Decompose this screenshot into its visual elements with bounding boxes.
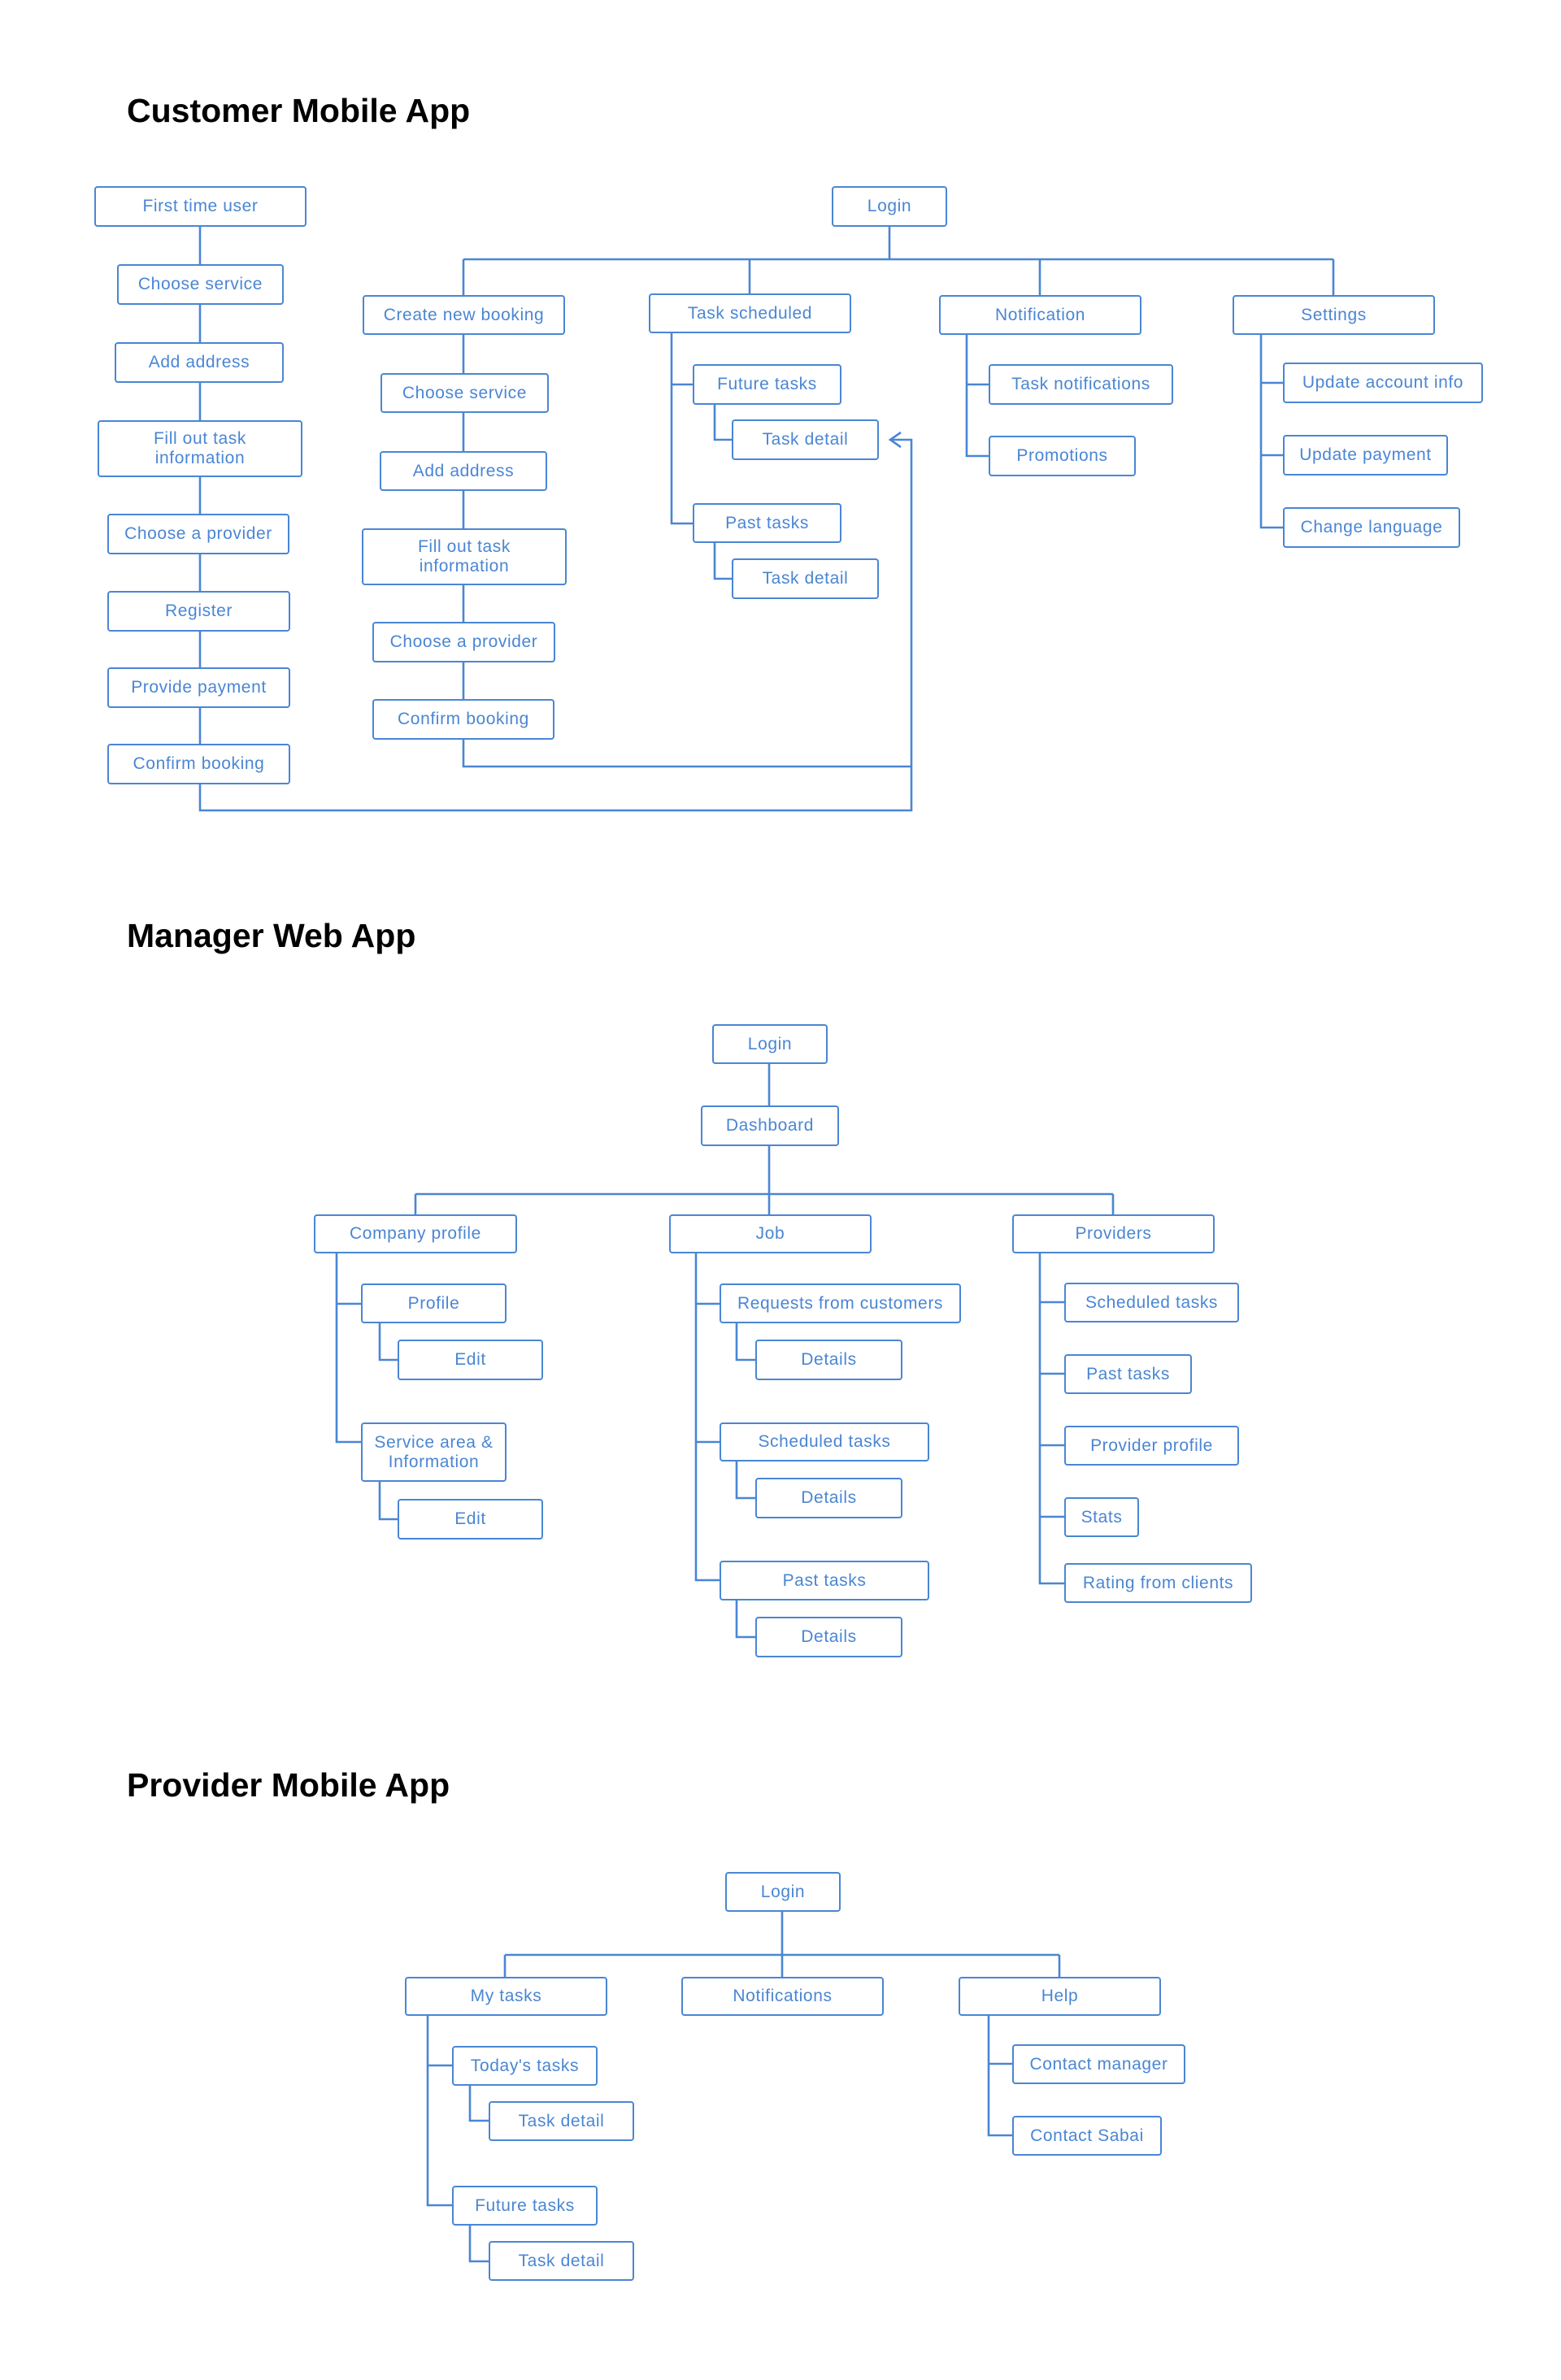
node-choose-a-provider[interactable]: Choose a provider [107, 514, 289, 554]
node-profile[interactable]: Profile [361, 1283, 507, 1323]
node-task-detail[interactable]: Task detail [732, 419, 879, 460]
node-login[interactable]: Login [832, 186, 947, 227]
node-service-area-information[interactable]: Service area & Information [361, 1422, 507, 1482]
node-provide-payment[interactable]: Provide payment [107, 667, 290, 708]
node-task-detail[interactable]: Task detail [489, 2241, 634, 2281]
node-login[interactable]: Login [725, 1872, 841, 1912]
node-task-detail[interactable]: Task detail [489, 2101, 634, 2141]
node-task-scheduled[interactable]: Task scheduled [649, 293, 851, 333]
node-task-detail[interactable]: Task detail [732, 558, 879, 599]
node-choose-service[interactable]: Choose service [380, 373, 549, 413]
node-help[interactable]: Help [959, 1977, 1161, 2016]
node-company-profile[interactable]: Company profile [314, 1214, 517, 1253]
node-notifications[interactable]: Notifications [681, 1977, 884, 2016]
node-future-tasks[interactable]: Future tasks [693, 364, 841, 405]
node-job[interactable]: Job [669, 1214, 872, 1253]
node-register[interactable]: Register [107, 591, 290, 632]
node-contact-manager[interactable]: Contact manager [1012, 2044, 1185, 2084]
node-add-address[interactable]: Add address [115, 342, 284, 383]
node-provider-profile[interactable]: Provider profile [1064, 1426, 1239, 1466]
node-dashboard[interactable]: Dashboard [701, 1105, 839, 1146]
node-past-tasks[interactable]: Past tasks [720, 1561, 929, 1600]
node-requests-from-customers[interactable]: Requests from customers [720, 1283, 961, 1323]
node-details[interactable]: Details [755, 1617, 902, 1657]
node-details[interactable]: Details [755, 1478, 902, 1518]
node-change-language[interactable]: Change language [1283, 507, 1460, 548]
node-choose-service[interactable]: Choose service [117, 264, 284, 305]
node-add-address[interactable]: Add address [380, 451, 547, 491]
node-update-account-info[interactable]: Update account info [1283, 363, 1483, 403]
node-update-payment[interactable]: Update payment [1283, 435, 1448, 476]
node-fill-out-task-information[interactable]: Fill out task information [98, 420, 302, 477]
node-fill-out-task-information[interactable]: Fill out task information [362, 528, 567, 585]
node-confirm-booking[interactable]: Confirm booking [372, 699, 554, 740]
node-edit[interactable]: Edit [398, 1499, 543, 1540]
node-details[interactable]: Details [755, 1340, 902, 1380]
node-choose-a-provider[interactable]: Choose a provider [372, 622, 555, 662]
section-title-customer: Customer Mobile App [127, 92, 471, 129]
node-past-tasks[interactable]: Past tasks [1064, 1354, 1192, 1394]
node-rating-from-clients[interactable]: Rating from clients [1064, 1563, 1252, 1603]
node-notification[interactable]: Notification [939, 295, 1141, 335]
node-settings[interactable]: Settings [1233, 295, 1435, 335]
node-task-notifications[interactable]: Task notifications [989, 364, 1173, 405]
node-contact-sabai[interactable]: Contact Sabai [1012, 2116, 1162, 2156]
node-confirm-booking[interactable]: Confirm booking [107, 744, 290, 784]
section-title-provider: Provider Mobile App [127, 1766, 450, 1804]
node-create-new-booking[interactable]: Create new booking [363, 295, 565, 335]
node-login[interactable]: Login [712, 1024, 828, 1064]
node-edit[interactable]: Edit [398, 1340, 543, 1380]
node-future-tasks[interactable]: Future tasks [452, 2186, 598, 2226]
section-title-manager: Manager Web App [127, 917, 416, 954]
node-stats[interactable]: Stats [1064, 1497, 1139, 1537]
node-past-tasks[interactable]: Past tasks [693, 503, 841, 543]
node-todays-tasks[interactable]: Today's tasks [452, 2046, 598, 2086]
node-my-tasks[interactable]: My tasks [405, 1977, 607, 2016]
node-first-time-user[interactable]: First time user [94, 186, 307, 227]
node-scheduled-tasks[interactable]: Scheduled tasks [1064, 1283, 1239, 1322]
node-promotions[interactable]: Promotions [989, 436, 1136, 476]
node-scheduled-tasks[interactable]: Scheduled tasks [720, 1422, 929, 1461]
node-providers[interactable]: Providers [1012, 1214, 1215, 1253]
